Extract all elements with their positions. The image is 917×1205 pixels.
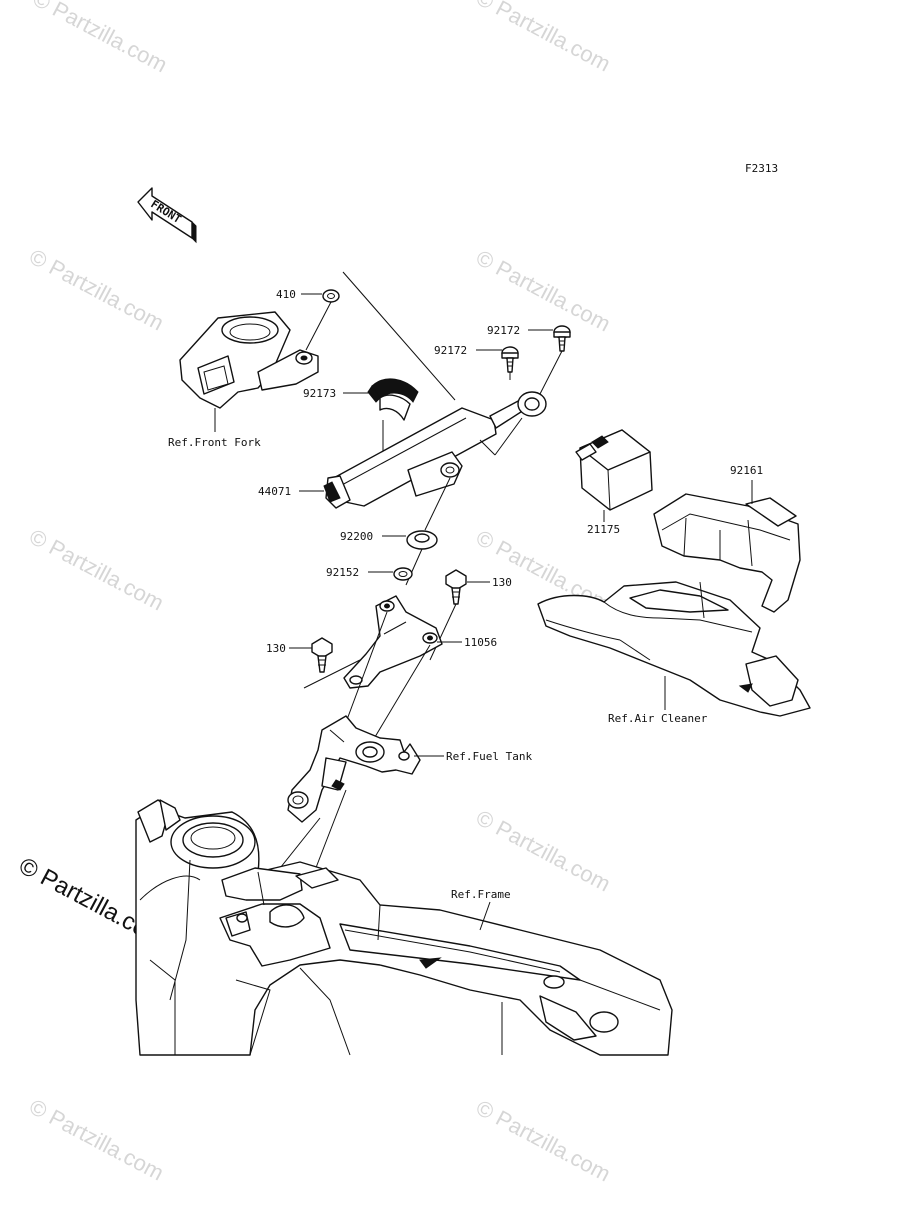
- svg-text:© Partzilla.com: © Partzilla.com: [472, 1095, 615, 1187]
- watermark-layer: © Partzilla.com © Partzilla.com © Partzi…: [25, 0, 614, 1186]
- callout-130-b: 130: [266, 642, 286, 655]
- svg-text:© Partzilla.com: © Partzilla.com: [25, 1094, 168, 1186]
- svg-text:© Partzilla.com: © Partzilla.com: [472, 0, 615, 76]
- callout-44071: 44071: [258, 485, 291, 498]
- svg-text:© Partzilla.com: © Partzilla.com: [25, 524, 168, 616]
- part-21175-module: [575, 429, 653, 511]
- part-92161-cover: [653, 493, 801, 613]
- fuel-tank-bracket: [287, 715, 421, 823]
- air-cleaner: [537, 581, 811, 717]
- part-44071-steering-damper: [323, 391, 547, 509]
- callout-11056: 11056: [464, 636, 497, 649]
- callout-92161: 92161: [730, 464, 763, 477]
- callout-130-a: 130: [492, 576, 512, 589]
- part-130-bolt-b: [311, 637, 333, 673]
- part-410-washer: [322, 289, 340, 303]
- ref-fuel-tank: Ref.Fuel Tank: [446, 750, 532, 763]
- callout-21175: 21175: [587, 523, 620, 536]
- part-92200-washer: [406, 530, 438, 550]
- ref-front-fork: Ref.Front Fork: [168, 436, 261, 449]
- callout-410: 410: [276, 288, 296, 301]
- callout-92172-b: 92172: [487, 324, 520, 337]
- svg-text:© Partzilla.com: © Partzilla.com: [472, 805, 615, 897]
- part-130-bolt-a: [445, 569, 467, 605]
- part-92173-clamp: [367, 378, 419, 421]
- part-11056-bracket: [343, 595, 443, 689]
- callout-92172-a: 92172: [434, 344, 467, 357]
- callout-92200: 92200: [340, 530, 373, 543]
- part-92172-screw-b: [553, 325, 571, 352]
- callout-92173: 92173: [303, 387, 336, 400]
- ref-air-cleaner: Ref.Air Cleaner: [608, 712, 708, 725]
- callout-92152: 92152: [326, 566, 359, 579]
- front-fork-clamp: [179, 311, 319, 409]
- part-92172-screw-a: [501, 346, 519, 373]
- svg-text:© Partzilla.com: © Partzilla.com: [25, 244, 168, 336]
- svg-text:© Partzilla.com: © Partzilla.com: [29, 0, 172, 77]
- ref-frame: Ref.Frame: [451, 888, 511, 901]
- figure-code: F2313: [745, 162, 778, 175]
- svg-text:© Partzilla.com: © Partzilla.com: [472, 245, 615, 337]
- frame: [135, 799, 673, 1056]
- front-arrow-icon: FRONT: [137, 187, 197, 244]
- part-92152-collar: [393, 567, 413, 581]
